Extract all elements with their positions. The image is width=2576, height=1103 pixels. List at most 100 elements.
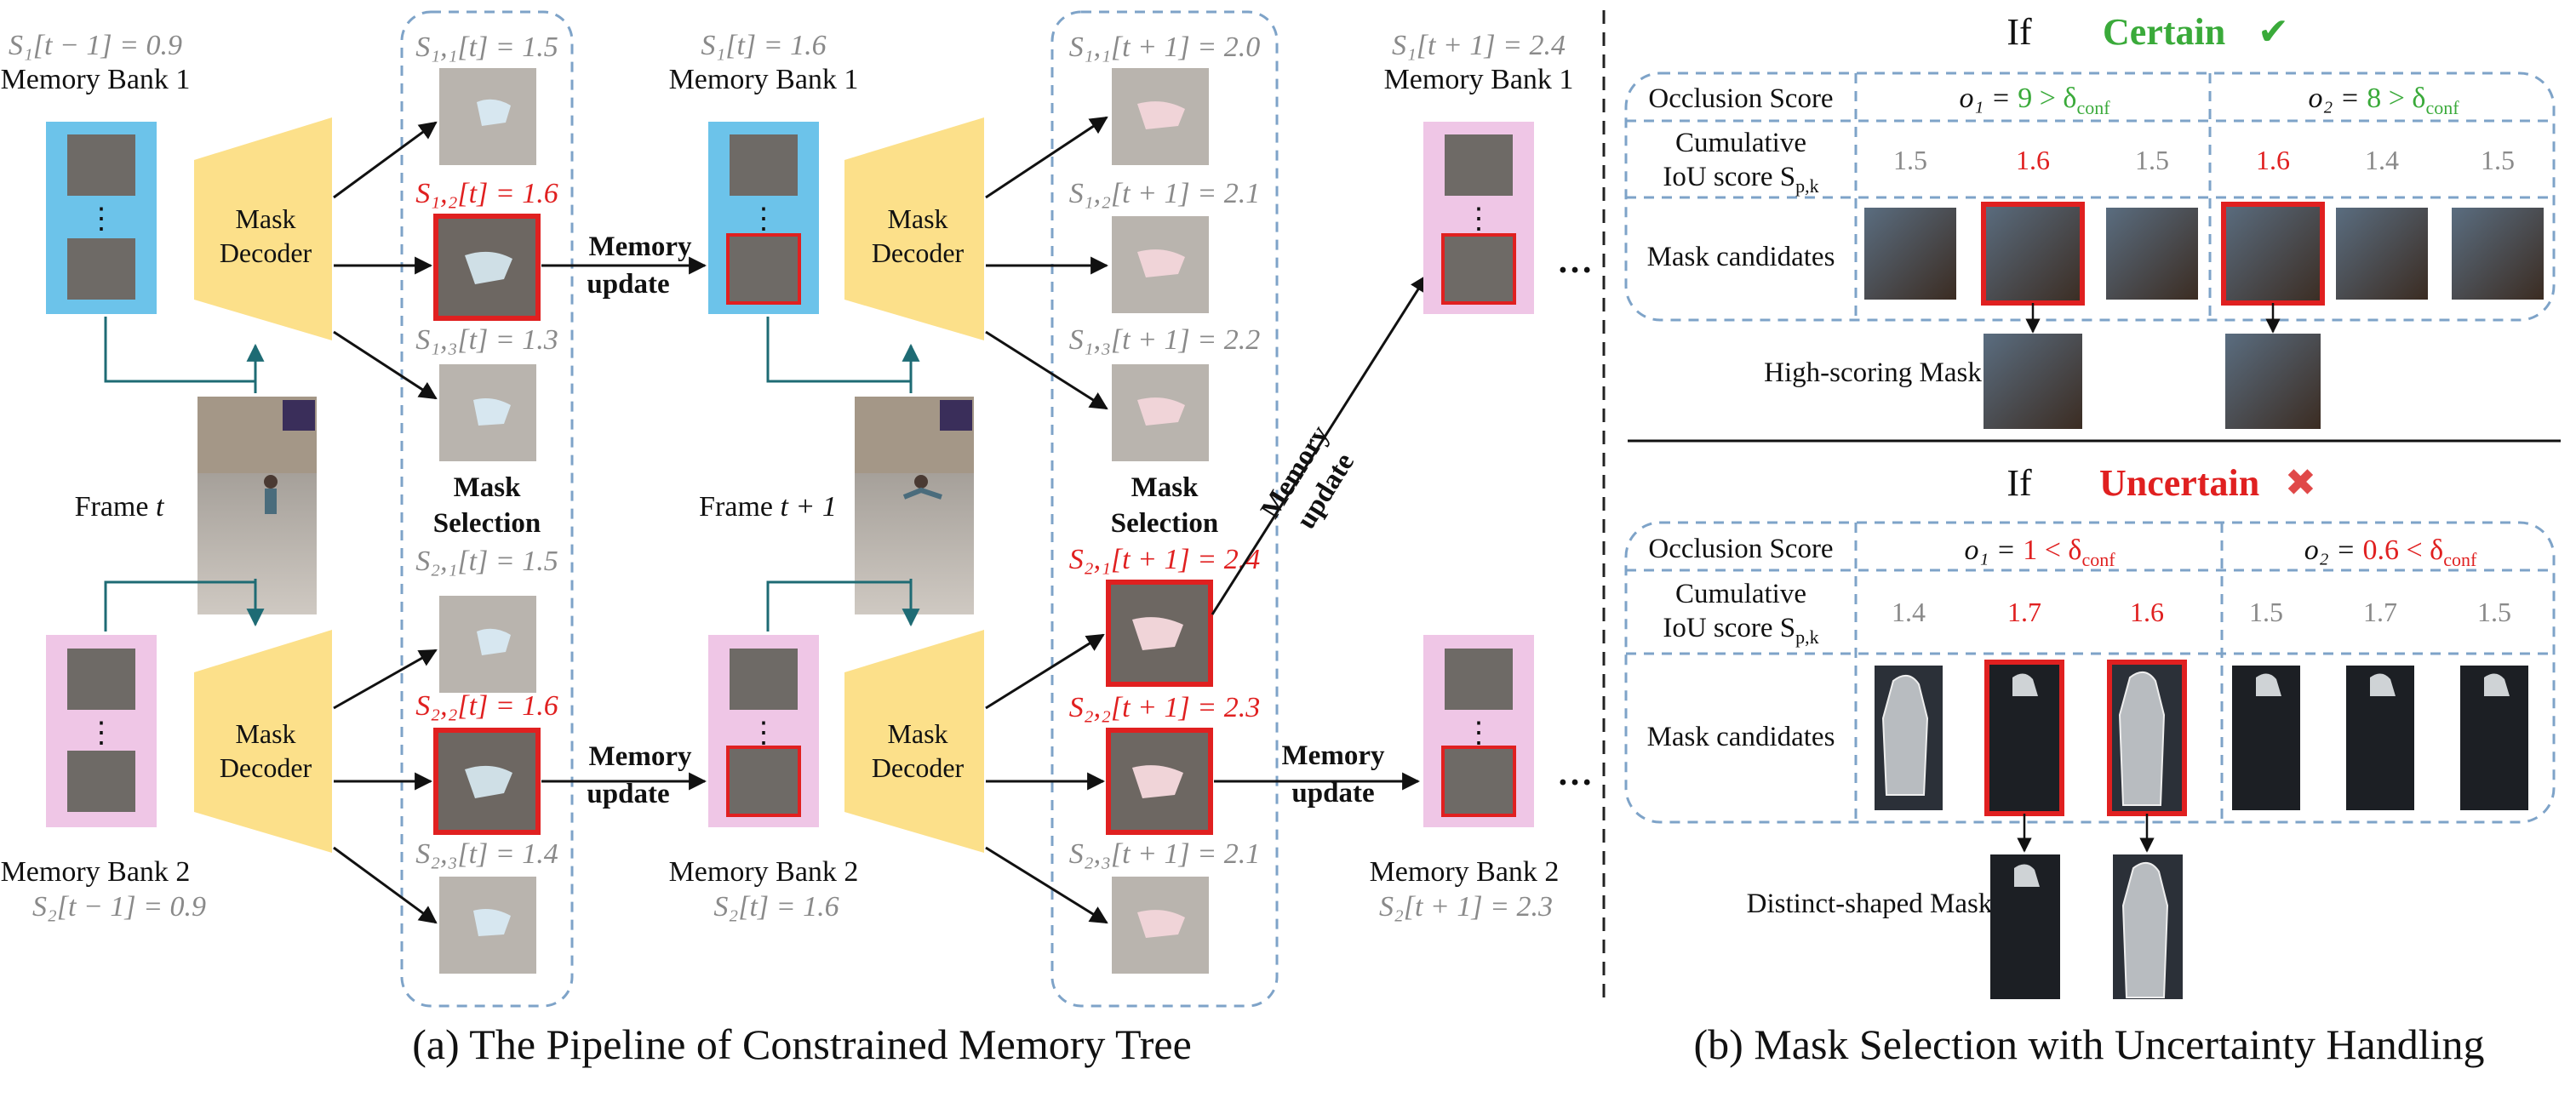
arrow-decoder1-cand13	[333, 330, 438, 400]
candidate-mask-1-1-t1	[1112, 68, 1209, 165]
if-label-certain: If	[2006, 11, 2032, 53]
iou-score-value: 1.5	[2481, 145, 2515, 175]
score-1-2-t1: S₁,₂[t + 1] = 2.1	[1069, 178, 1260, 209]
mask-decoder-1-t	[194, 117, 332, 340]
score-2-2-t: S₂,₂[t] = 1.6	[415, 690, 558, 722]
svg-text:⋮: ⋮	[1464, 717, 1493, 749]
candidate-mask-2-2-t1	[1106, 728, 1213, 835]
score-2-1-t: S₂,₁[t] = 1.5	[415, 546, 558, 577]
uncertain-o1: o₁ = 1 < δconf	[1964, 534, 2115, 570]
arrow-decoder1-cand13-t1	[985, 330, 1108, 410]
bank1-score-t: S₁[t] = 1.6	[701, 30, 826, 61]
certain-mask-candidate	[1864, 208, 1956, 300]
iou-score-value: 1.5	[2135, 145, 2169, 175]
bank1-t-to-decoder-connector	[766, 317, 911, 383]
certain-mask-candidates-label: Mask candidates	[1647, 242, 1835, 272]
uncertain-mask-candidate	[2460, 666, 2528, 810]
candidate-mask-1-1-t	[439, 68, 536, 165]
candidate-mask-2-2-t	[433, 728, 541, 835]
distinct-shaped-mask-1	[1990, 854, 2060, 999]
candidate-mask-2-1-t	[439, 596, 536, 693]
bank2-label-a: Memory Bank 2	[1, 856, 191, 888]
iou-score-value: 1.4	[1892, 597, 1926, 627]
certain-mask-candidate-selected	[1981, 202, 2085, 306]
ellipsis-bottom: …	[1557, 754, 1593, 793]
arrow-decoder2-cand23-t1	[985, 846, 1108, 924]
candidate-mask-2-3-t	[439, 877, 536, 974]
bank1-label-c: Memory Bank 1	[1384, 64, 1574, 95]
memory-update-arrow-diagonal	[1211, 274, 1428, 615]
svg-text:⋮: ⋮	[749, 203, 778, 235]
svg-text:⋮: ⋮	[87, 203, 116, 235]
memory-bank-2-t1: ⋮	[1423, 635, 1534, 827]
certain-o1: o₁ = 9 > δconf	[1959, 83, 2110, 118]
certain-label: Certain	[2103, 11, 2225, 53]
arrow-decoder2-cand23	[333, 846, 438, 924]
uncertain-table-box	[1624, 521, 2556, 824]
score-1-3-t1: S₁,₃[t + 1] = 2.2	[1069, 324, 1260, 356]
bank2-to-decoder-connector	[104, 580, 255, 632]
memory-bank-2-t: ⋮	[708, 635, 819, 827]
arrow-decoder1-cand11	[333, 121, 438, 199]
score-1-3-t: S₁,₃[t] = 1.3	[415, 324, 558, 356]
certain-mask-candidate-selected	[2221, 202, 2325, 306]
mask-decoder-2-t	[194, 630, 332, 853]
bank2-score-t: S₂[t] = 1.6	[713, 891, 839, 923]
iou-score-value: 1.6	[2016, 145, 2050, 175]
high-scoring-mask-2	[2225, 334, 2321, 429]
score-2-1-t1: S₂,₁[t + 1] = 2.4	[1069, 544, 1260, 575]
caption-b: (b) Mask Selection with Uncertainty Hand…	[1694, 1020, 2485, 1068]
bank2-t-to-decoder-connector	[766, 580, 911, 632]
memory-bank-1-t1: ⋮	[1423, 122, 1534, 314]
arrow-decoder2-cand21	[333, 649, 438, 710]
bank2-score-t1: S₂[t + 1] = 2.3	[1379, 891, 1553, 923]
memory-bank-1-t: ⋮	[708, 122, 819, 314]
uncertain-result-label: Distinct-shaped Mask	[1747, 889, 1993, 919]
svg-text:⋮: ⋮	[1464, 203, 1493, 235]
frame-t1-image	[855, 397, 974, 614]
uncertain-mask-candidate	[2346, 666, 2414, 810]
iou-score-value: 1.7	[2363, 597, 2397, 627]
bank1-label-a: Memory Bank 1	[1, 64, 191, 95]
svg-text:⋮: ⋮	[749, 717, 778, 749]
mask-selection-box-t	[400, 10, 574, 1008]
bank1-score-t-minus-1: S₁[t − 1] = 0.9	[9, 30, 182, 61]
bank2-label-b: Memory Bank 2	[669, 856, 859, 888]
distinct-shaped-mask-2	[2113, 854, 2183, 999]
memory-update-label-diagonal: Memoryupdate	[1255, 420, 1365, 542]
bank1-to-decoder-connector	[104, 317, 255, 383]
certain-check-icon: ✔	[2258, 11, 2289, 53]
uncertain-label: Uncertain	[2099, 462, 2259, 504]
candidate-mask-2-3-t1	[1112, 877, 1209, 974]
uncertain-cross-icon: ✖	[2285, 462, 2316, 504]
frame-t-image	[197, 397, 317, 614]
iou-score-value: 1.6	[2256, 145, 2290, 175]
candidate-mask-1-2-t	[433, 214, 541, 321]
svg-text:⋮: ⋮	[87, 717, 116, 749]
memory-bank-1-t-minus-1: ⋮	[46, 122, 157, 314]
bank2-score-t-minus-1: S₂[t − 1] = 0.9	[32, 891, 206, 923]
iou-score-value: 1.4	[2365, 145, 2399, 175]
certain-mask-candidate	[2452, 208, 2544, 300]
score-2-3-t: S₂,₃[t] = 1.4	[415, 838, 558, 870]
score-1-1-t1: S₁,₁[t + 1] = 2.0	[1069, 31, 1260, 63]
score-2-2-t1: S₂,₂[t + 1] = 2.3	[1069, 692, 1260, 723]
if-label-uncertain: If	[2006, 462, 2032, 504]
caption-a: (a) The Pipeline of Constrained Memory T…	[412, 1020, 1192, 1068]
frame-t-label: Frame t	[75, 491, 165, 523]
ellipsis-top: …	[1557, 242, 1593, 281]
mask-decoder-2-t1	[844, 630, 984, 853]
iou-score-value: 1.5	[2249, 597, 2283, 627]
uncertain-mask-candidates-label: Mask candidates	[1647, 722, 1835, 752]
